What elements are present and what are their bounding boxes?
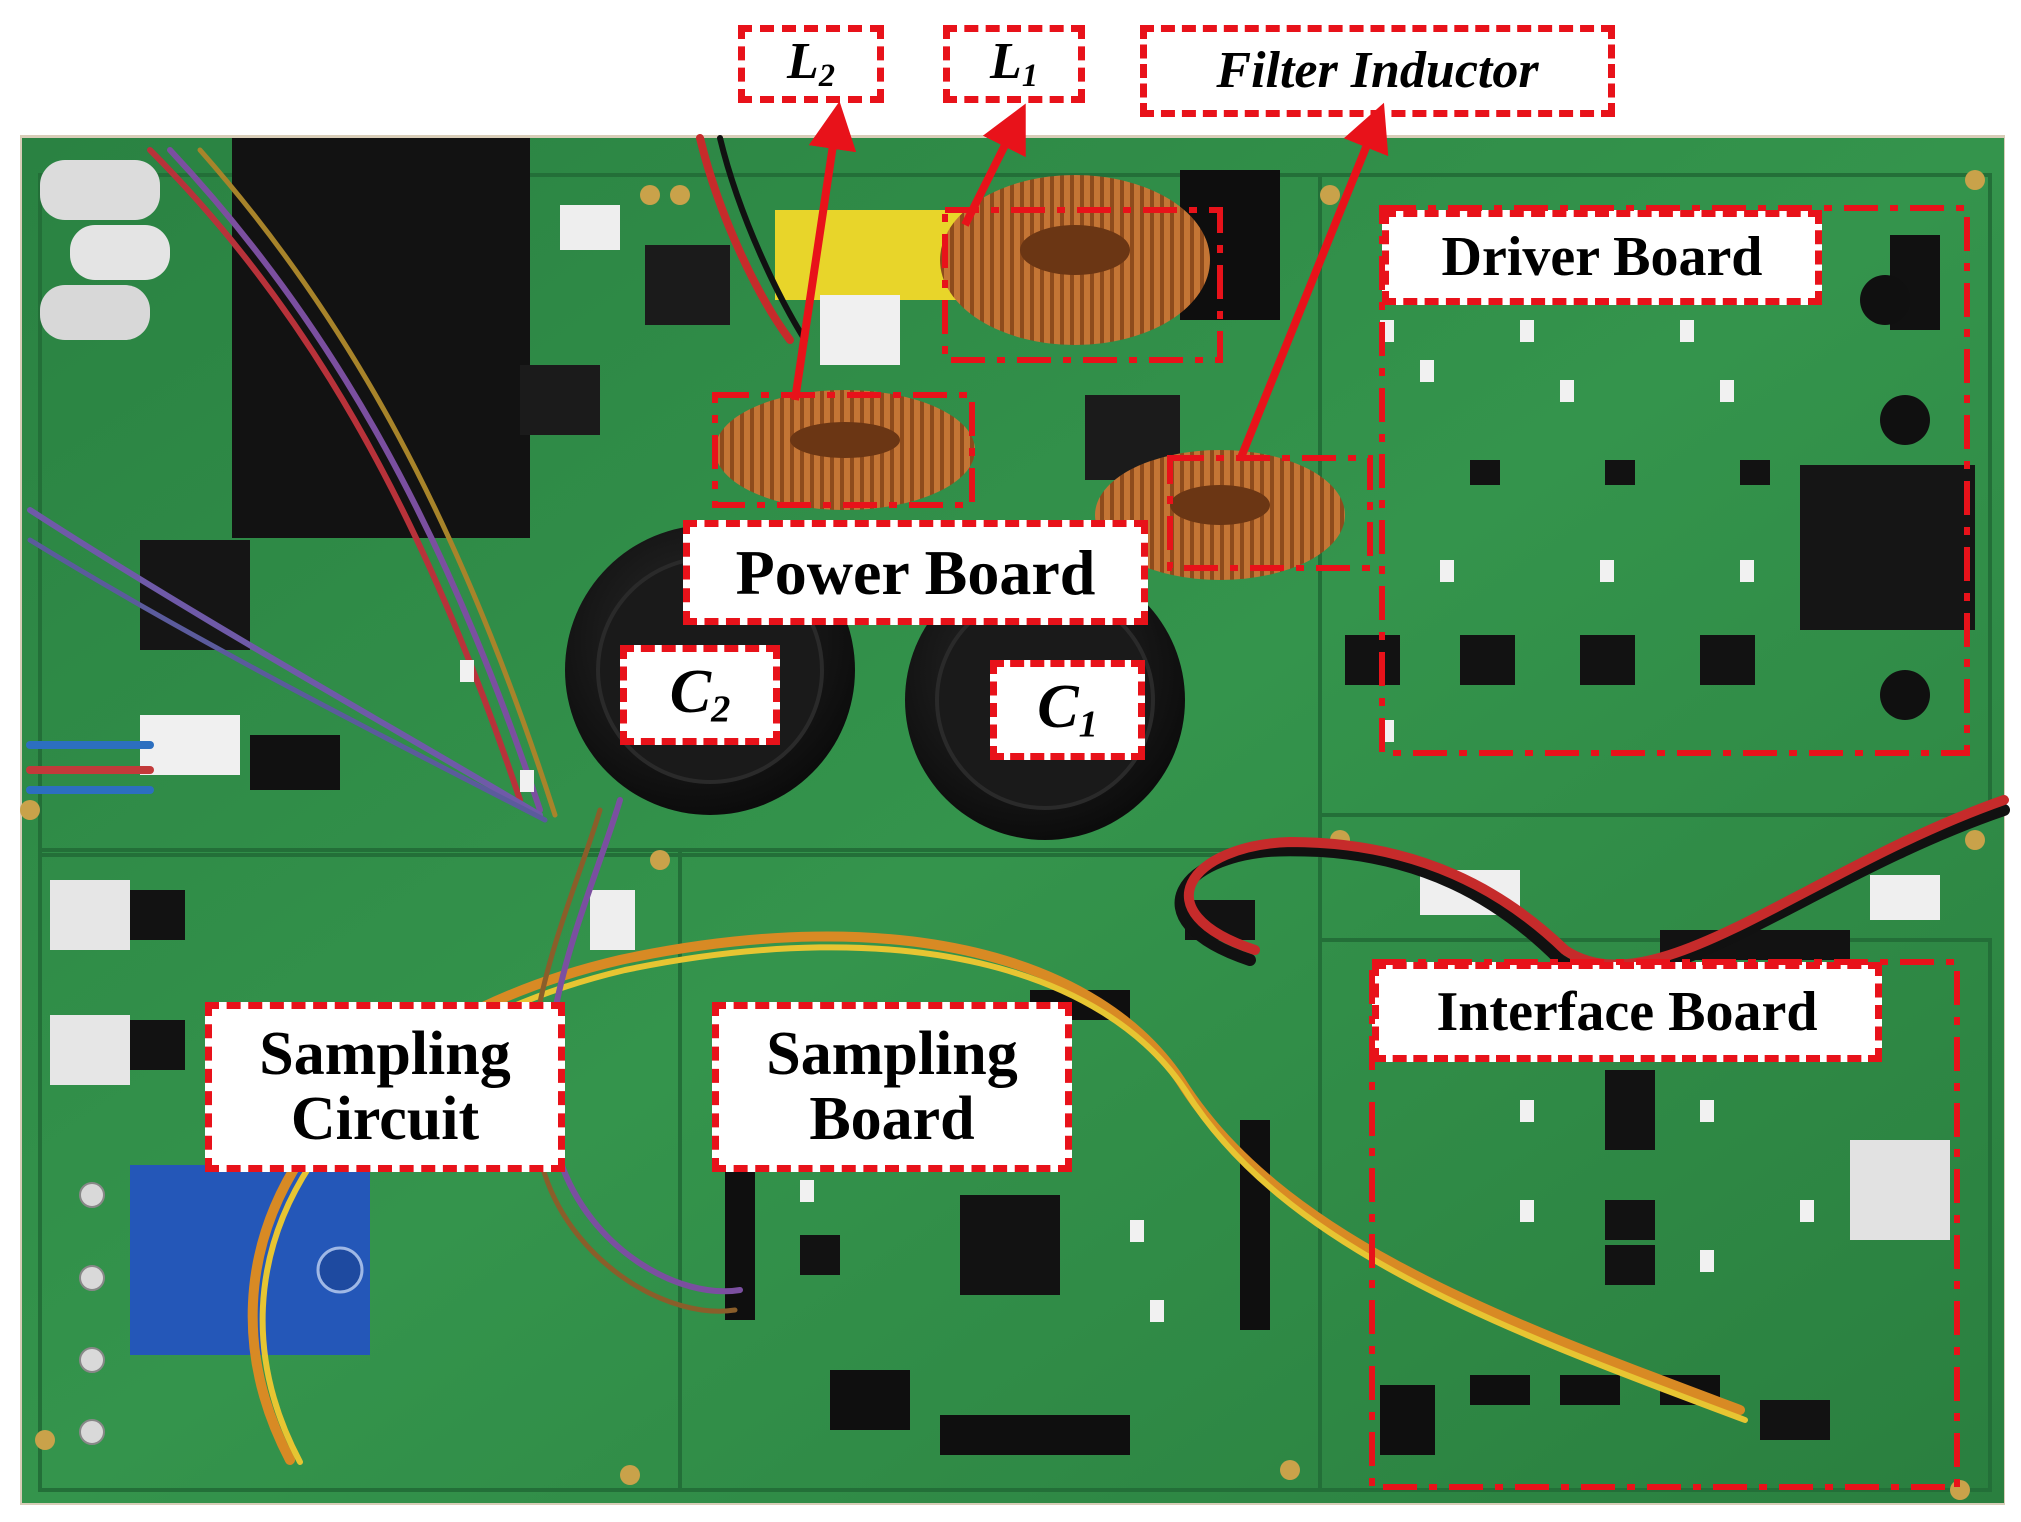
label-power-board: Power Board [683,520,1148,625]
label-sampling-board: Sampling Board [712,1002,1072,1172]
label-interface-board-text: Interface Board [1436,980,1818,1043]
inductor-l2 [715,390,975,510]
label-l2-sub: 2 [818,57,835,94]
label-l1: L1 [943,25,1085,103]
label-l1-sub: 1 [1021,57,1038,94]
label-sampling-board-line2: Board [809,1085,975,1153]
label-c1-main: C [1037,673,1079,742]
label-l2: L2 [738,25,884,103]
label-sampling-circuit-line2: Circuit [290,1085,480,1153]
label-interface-board: Interface Board [1372,962,1882,1062]
label-driver-board-text: Driver Board [1441,226,1763,289]
label-c1: C1 [990,660,1145,760]
label-c2: C2 [620,645,780,745]
label-sampling-board-line1: Sampling [766,1019,1018,1088]
label-filter-inductor: Filter Inductor [1140,25,1615,117]
label-c1-sub: 1 [1078,703,1098,746]
label-c2-main: C [669,658,712,727]
label-filter-inductor-text: Filter Inductor [1216,41,1539,99]
label-l1-main: L [990,33,1022,91]
label-l2-main: L [787,33,819,91]
inductor-l1 [940,175,1210,345]
label-c2-sub: 2 [711,688,731,731]
label-sampling-circuit: Sampling Circuit [205,1002,565,1172]
label-power-board-text: Power Board [735,536,1096,608]
label-sampling-circuit-line1: Sampling [259,1019,511,1088]
label-driver-board: Driver Board [1382,210,1822,305]
